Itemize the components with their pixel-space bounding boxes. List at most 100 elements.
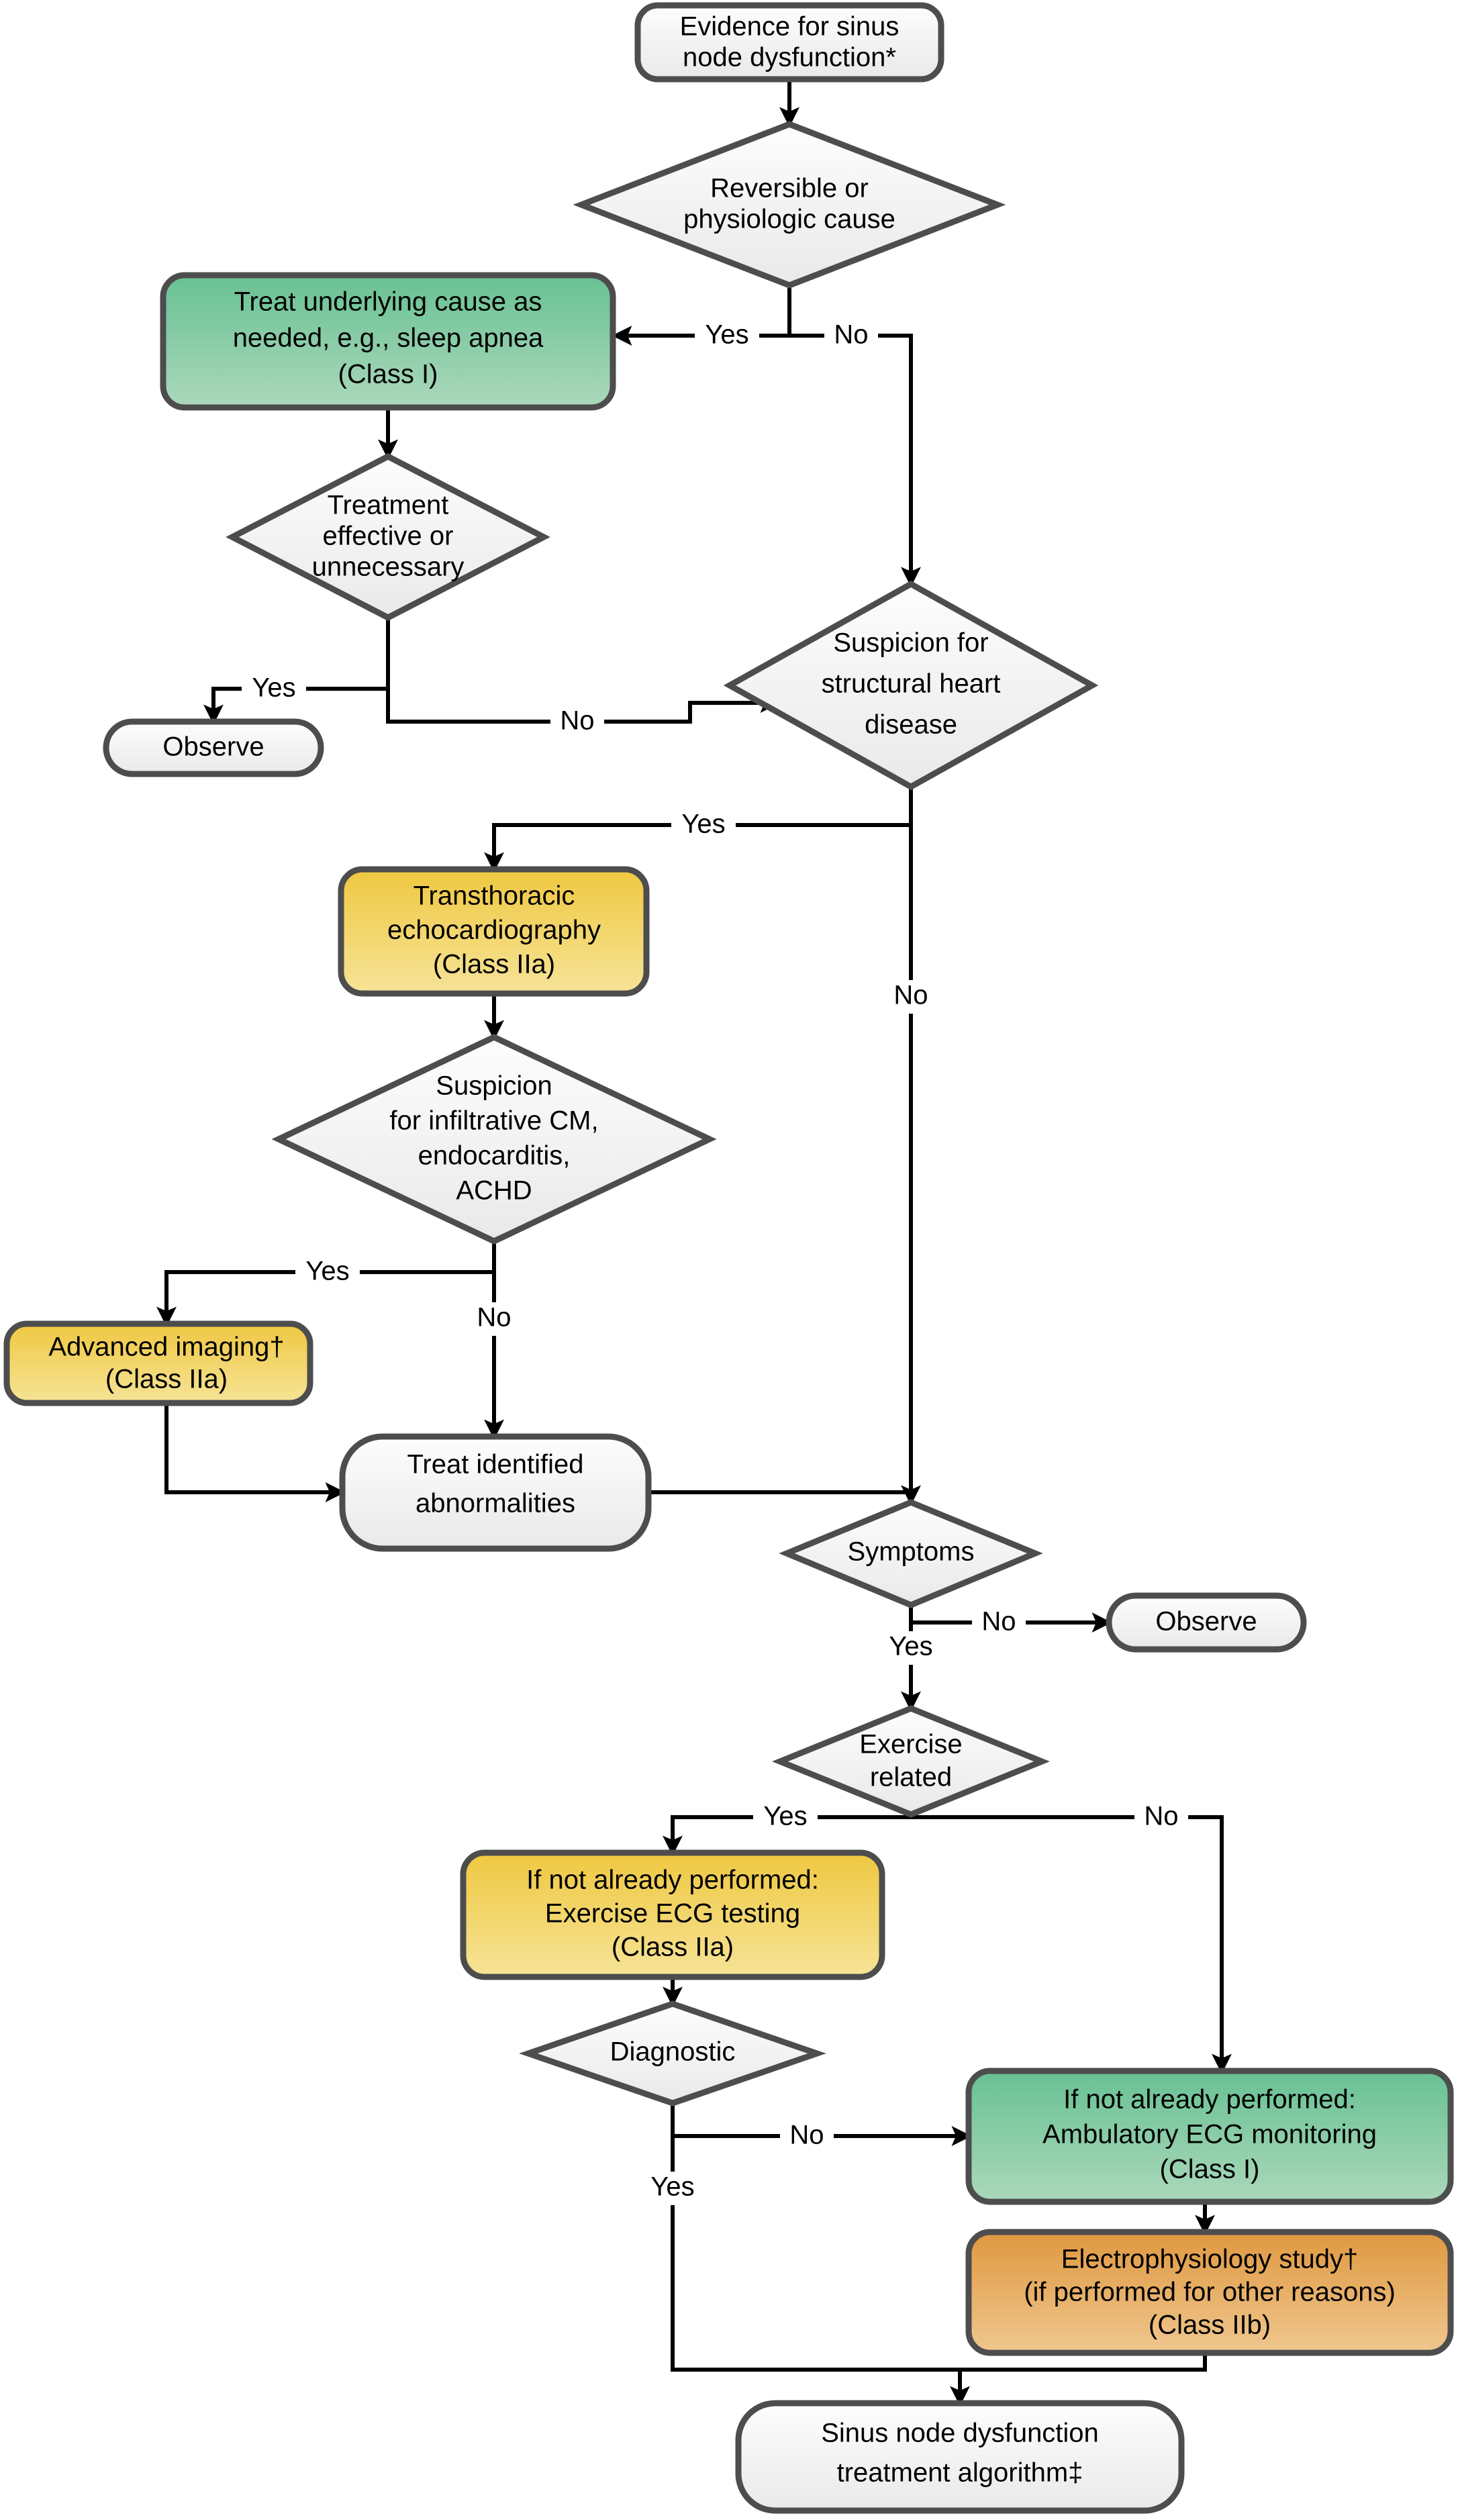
- edge-label-diagnostic-no-text: No: [789, 2121, 824, 2150]
- node-observe-2[interactable]: Observe: [1106, 1592, 1307, 1653]
- edge-effective-no: [386, 689, 781, 724]
- node-start[interactable]: Evidence for sinus node dysfunction*: [634, 2, 944, 83]
- edge-label-reversible-yes-text: Yes: [705, 320, 748, 350]
- node-structural-line-1: Suspicion for: [833, 628, 988, 658]
- edge-effective-yes: [203, 687, 388, 725]
- edge-structural-yes: [484, 823, 911, 873]
- node-tte[interactable]: Transthoracic echocardiography (Class II…: [338, 866, 650, 997]
- node-treat-abnormalities-line-2: abnormalities: [416, 1489, 575, 1518]
- node-treat-underlying-shape: [160, 272, 616, 411]
- edge-advanced-to-treat: [164, 1403, 346, 1502]
- edge-label-exercise-no-text: No: [1144, 1802, 1178, 1831]
- node-treatment-effective-line-2: effective or: [323, 522, 454, 551]
- edge-label-symptoms-no-text: No: [981, 1607, 1016, 1637]
- edge-infiltrative-yes: [156, 1270, 494, 1327]
- edge-label-infiltrative-yes-text: Yes: [305, 1257, 349, 1286]
- node-tte-line-3: (Class IIa): [433, 950, 555, 979]
- edge-label-structural-yes-text: Yes: [681, 810, 725, 839]
- node-symptoms-shape: [779, 1499, 1043, 1608]
- node-diagnostic[interactable]: Diagnostic: [519, 2000, 826, 2106]
- node-exercise-ecg-line-3: (Class IIa): [612, 1933, 734, 1962]
- node-eps-line-2: (if performed for other reasons): [1024, 2278, 1396, 2307]
- edge-label-infiltrative-yes: Yes: [295, 1257, 360, 1288]
- node-start-line-1: Evidence for sinus: [680, 12, 900, 42]
- node-structural-line-3: disease: [865, 710, 957, 740]
- node-eps-line-1: Electrophysiology study†: [1061, 2245, 1358, 2274]
- edge-label-infiltrative-no-text: No: [477, 1303, 511, 1332]
- node-treatment-effective-line-1: Treatment: [328, 491, 449, 520]
- node-ambulatory-ecg-line-2: Ambulatory ECG monitoring: [1042, 2120, 1377, 2149]
- node-exercise-related-shape: [772, 1705, 1050, 1818]
- edge-label-symptoms-yes-text: Yes: [889, 1632, 932, 1661]
- node-treat-underlying-line-2: needed, e.g., sleep apnea: [233, 324, 544, 353]
- node-symptoms-label: Symptoms: [848, 1537, 975, 1567]
- node-end[interactable]: Sinus node dysfunction treatment algorit…: [735, 2400, 1185, 2514]
- node-exercise-ecg[interactable]: If not already performed: Exercise ECG t…: [460, 1849, 885, 1980]
- node-treat-underlying[interactable]: Treat underlying cause as needed, e.g., …: [160, 272, 616, 411]
- edge-label-infiltrative-no: No: [467, 1302, 521, 1336]
- node-infiltrative[interactable]: Suspicion for infiltrative CM, endocardi…: [271, 1034, 717, 1245]
- node-diagnostic-shape: [519, 2000, 826, 2106]
- edge-eps-to-end: [960, 2353, 1207, 2372]
- node-exercise-ecg-shape: [460, 1849, 885, 1980]
- edge-label-effective-no: No: [550, 706, 604, 737]
- node-treat-underlying-line-1: Treat underlying cause as: [234, 287, 542, 317]
- node-exercise-related-line-1: Exercise: [859, 1730, 962, 1759]
- node-observe-1-label: Observe: [162, 732, 264, 762]
- edge-label-exercise-yes: Yes: [753, 1802, 818, 1833]
- edge-label-structural-yes: Yes: [671, 810, 736, 840]
- node-end-line-1: Sinus node dysfunction: [821, 2419, 1099, 2448]
- edge-label-diagnostic-yes-text: Yes: [650, 2172, 694, 2202]
- node-observe-1-shape: [103, 718, 324, 777]
- node-diagnostic-label: Diagnostic: [610, 2037, 736, 2067]
- node-tte-line-1: Transthoracic: [414, 881, 575, 911]
- node-infiltrative-line-3: endocarditis,: [418, 1141, 571, 1171]
- node-ambulatory-ecg[interactable]: If not already performed: Ambulatory ECG…: [965, 2068, 1454, 2205]
- edge-label-structural-no-text: No: [893, 981, 928, 1010]
- node-treat-abnormalities[interactable]: Treat identified abnormalities: [339, 1433, 652, 1552]
- node-tte-line-2: echocardiography: [387, 916, 601, 945]
- node-end-line-2: treatment algorithm‡: [837, 2458, 1083, 2488]
- edge-diagnostic-yes: [671, 2136, 970, 2407]
- node-advanced-imaging-line-1: Advanced imaging†: [48, 1332, 284, 1362]
- node-exercise-related[interactable]: Exercise related: [772, 1705, 1050, 1818]
- node-observe-2-label: Observe: [1155, 1607, 1257, 1637]
- node-structural-line-2: structural heart: [822, 669, 1001, 699]
- edge-label-symptoms-no: No: [972, 1607, 1026, 1638]
- node-infiltrative-line-1: Suspicion: [436, 1071, 552, 1101]
- node-start-line-2: node dysfunction*: [683, 43, 896, 72]
- node-reversible-shape: [573, 121, 1006, 289]
- edge-label-reversible-yes: Yes: [695, 320, 759, 352]
- node-treat-underlying-line-3: (Class I): [338, 360, 438, 389]
- node-treatment-effective[interactable]: Treatment effective or unnecessary: [226, 452, 550, 622]
- node-ambulatory-ecg-line-3: (Class I): [1160, 2155, 1260, 2184]
- node-structural[interactable]: Suspicion for structural heart disease: [723, 580, 1099, 791]
- node-reversible-line-2: physiologic cause: [683, 205, 895, 234]
- edge-label-effective-yes-text: Yes: [252, 673, 295, 703]
- edge-label-diagnostic-no: No: [780, 2121, 834, 2151]
- node-treatment-effective-line-3: unnecessary: [312, 552, 465, 582]
- edge-label-symptoms-yes: Yes: [879, 1631, 943, 1665]
- node-exercise-ecg-line-2: Exercise ECG testing: [545, 1899, 800, 1929]
- node-advanced-imaging-line-2: (Class IIa): [105, 1365, 228, 1394]
- node-ambulatory-ecg-line-1: If not already performed:: [1063, 2085, 1356, 2115]
- node-treatment-effective-shape: [226, 452, 550, 622]
- node-eps[interactable]: Electrophysiology study† (if performed f…: [965, 2229, 1454, 2356]
- node-exercise-related-line-2: related: [870, 1763, 952, 1792]
- node-observe-1[interactable]: Observe: [103, 718, 324, 777]
- node-symptoms[interactable]: Symptoms: [779, 1499, 1043, 1608]
- edge-exercise-yes: [663, 1815, 911, 1856]
- node-structural-shape: [723, 580, 1099, 791]
- edge-label-diagnostic-yes: Yes: [640, 2172, 705, 2205]
- edge-exercise-no: [911, 1815, 1232, 2074]
- node-treat-abnormalities-shape: [339, 1433, 652, 1552]
- edge-label-effective-no-text: No: [560, 706, 594, 736]
- node-advanced-imaging-shape: [3, 1320, 313, 1406]
- node-advanced-imaging[interactable]: Advanced imaging† (Class IIa): [3, 1320, 313, 1406]
- node-start-shape: [634, 2, 944, 83]
- node-eps-shape: [965, 2229, 1454, 2356]
- node-infiltrative-line-4: ACHD: [456, 1176, 532, 1206]
- node-treat-abnormalities-line-1: Treat identified: [407, 1450, 583, 1480]
- node-reversible[interactable]: Reversible or physiologic cause: [573, 121, 1006, 289]
- edge-reversible-no: [789, 334, 921, 587]
